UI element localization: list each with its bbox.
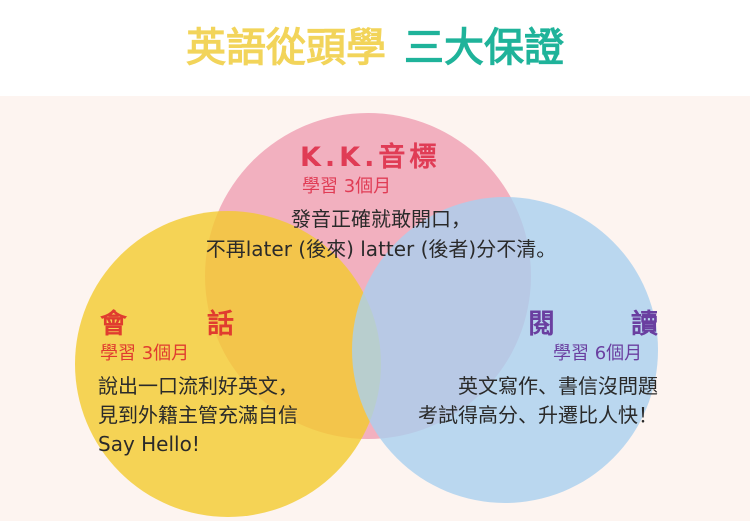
reading-circle: [352, 197, 658, 503]
reading-desc-line-2: 考試得高分、升遷比人快！: [418, 403, 658, 427]
reading-title-char-1: 閱: [528, 309, 555, 340]
reading-title-char-2: 讀: [631, 309, 658, 340]
conversation-circle: [75, 211, 381, 517]
conversation-desc-line-2: 見到外籍主管充滿自信: [98, 403, 298, 427]
conversation-desc-line-1: 說出一口流利好英文，: [98, 374, 298, 398]
conversation-title-char-2: 話: [207, 309, 234, 340]
reading-title: 閱 讀: [528, 302, 658, 341]
conversation-description: 說出一口流利好英文， 見到外籍主管充滿自信 Say Hello!: [98, 372, 298, 459]
title-part-1: 英語從頭學: [186, 25, 386, 71]
reading-desc-line-1: 英文寫作、書信沒問題: [458, 374, 658, 398]
page-title: 英語從頭學三大保證: [0, 18, 750, 78]
kk-desc-line-2: 不再later (後來) latter (後者)分不清。: [205, 237, 557, 261]
conversation-desc-line-3: Say Hello!: [98, 432, 200, 456]
kk-desc-line-1: 發音正確就敢開口，: [291, 207, 471, 231]
conversation-title-char-1: 會: [100, 309, 127, 340]
kk-duration: 學習 3個月: [302, 176, 392, 197]
title-part-2: 三大保證: [404, 25, 564, 71]
reading-description: 英文寫作、書信沒問題 考試得高分、升遷比人快！: [386, 372, 658, 430]
reading-duration: 學習 6個月: [553, 343, 643, 364]
conversation-title: 會 話: [100, 302, 234, 341]
kk-description: 發音正確就敢開口， 不再later (後來) latter (後者)分不清。: [186, 204, 576, 264]
kk-title: K.K.音標: [300, 142, 441, 173]
conversation-duration: 學習 3個月: [100, 343, 190, 364]
